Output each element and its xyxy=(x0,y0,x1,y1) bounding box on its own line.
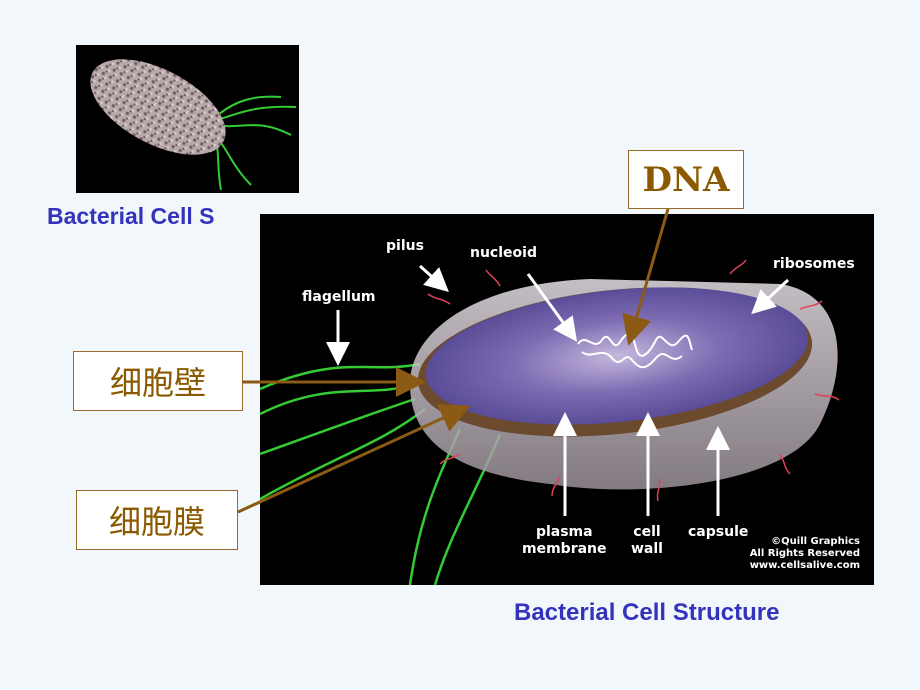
plasma-membrane-label: plasma membrane xyxy=(522,524,607,557)
dna-callout: DNA xyxy=(628,150,744,209)
nucleoid-label: nucleoid xyxy=(470,245,537,261)
credit-text: ©Quill Graphics All Rights Reserved www.… xyxy=(749,536,860,571)
thumbnail-caption: Bacterial Cell S xyxy=(47,203,215,229)
main-caption: Bacterial Cell Structure xyxy=(514,599,780,626)
capsule-label: capsule xyxy=(688,524,749,540)
pilus-label: pilus xyxy=(386,238,424,254)
flagellum-label: flagellum xyxy=(302,289,376,305)
ribosomes-label: ribosomes xyxy=(773,256,855,272)
bacterial-cell-structure-image: pilus nucleoid ribosomes flagellum plasm… xyxy=(260,214,874,585)
cell-wall-callout: 细胞壁 xyxy=(73,351,243,411)
cell-wall-label: cell wall xyxy=(631,524,663,557)
bacterium-thumbnail-image xyxy=(76,45,299,193)
cell-membrane-callout: 细胞膜 xyxy=(76,490,238,550)
